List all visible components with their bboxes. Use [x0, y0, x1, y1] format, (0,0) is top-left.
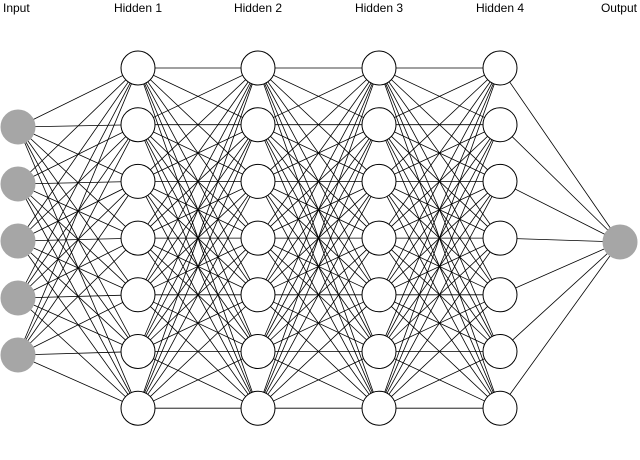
edge-l3-n3-to-n0 — [378, 67, 501, 239]
node-layer4-1 — [482, 107, 518, 143]
node-layer5-0 — [602, 224, 638, 260]
node-layer4-0 — [482, 50, 518, 86]
edge-l2-n6-to-n0 — [257, 67, 380, 409]
node-layer1-6 — [120, 390, 156, 426]
layer-label-output: Output — [601, 1, 638, 15]
edge-l2-n6-to-n4 — [257, 294, 380, 409]
edge-l4-n6-to-n0 — [499, 241, 621, 409]
edge-l1-n4-to-n0 — [137, 67, 259, 295]
edge-l0-n4-to-n4 — [17, 294, 139, 356]
edge-l3-n6-to-n2 — [378, 181, 501, 409]
edge-l1-n3-to-n0 — [137, 67, 259, 239]
node-layer2-2 — [240, 163, 276, 199]
node-layer3-0 — [361, 50, 397, 86]
edge-l4-n0-to-n0 — [499, 67, 621, 243]
node-layer3-3 — [361, 220, 397, 256]
edge-l2-n1-to-n0 — [257, 67, 380, 126]
edge-l0-n4-to-n3 — [17, 237, 139, 356]
edge-l3-n1-to-n0 — [378, 67, 501, 126]
node-layer4-6 — [482, 390, 518, 426]
node-layer1-2 — [120, 163, 156, 199]
node-layer4-3 — [482, 220, 518, 256]
node-layer4-5 — [482, 334, 518, 369]
edge-l1-n6-to-n3 — [137, 237, 259, 409]
edge-l2-n5-to-n0 — [257, 67, 380, 352]
layer-labels: Input Hidden 1 Hidden 2 Hidden 3 Hidden … — [3, 1, 638, 15]
node-layer2-5 — [240, 334, 276, 369]
edge-l1-n6-to-n2 — [137, 181, 259, 409]
edge-l1-n5-to-n0 — [137, 67, 259, 352]
connection-edges — [17, 67, 621, 409]
node-layer3-4 — [361, 277, 397, 313]
edge-l2-n6-to-n5 — [257, 351, 380, 409]
edge-l3-n6-to-n4 — [378, 294, 501, 409]
edge-l1-n6-to-n5 — [137, 351, 259, 409]
edge-l0-n2-to-n0 — [17, 67, 139, 242]
edge-l0-n1-to-n0 — [17, 67, 139, 185]
edge-l4-n5-to-n0 — [499, 241, 621, 352]
edge-l2-n6-to-n1 — [257, 124, 380, 409]
layer-label-input: Input — [3, 1, 30, 15]
node-layer0-0 — [0, 109, 36, 145]
layer-label-hidden-2: Hidden 2 — [234, 1, 282, 15]
edge-l0-n4-to-n1 — [17, 124, 139, 356]
layer-label-hidden-3: Hidden 3 — [355, 1, 403, 15]
node-layer1-4 — [120, 277, 156, 313]
edge-l3-n4-to-n0 — [378, 67, 501, 295]
edge-l4-n2-to-n0 — [499, 181, 621, 243]
node-layer3-5 — [361, 334, 397, 369]
edge-l0-n4-to-n2 — [17, 181, 139, 356]
edge-l3-n5-to-n0 — [378, 67, 501, 352]
node-layer4-2 — [482, 163, 518, 199]
node-layer0-2 — [0, 223, 36, 259]
edge-l2-n6-to-n3 — [257, 237, 380, 409]
edge-l3-n6-to-n3 — [378, 237, 501, 409]
node-layer1-0 — [120, 50, 156, 86]
edge-l2-n6-to-n2 — [257, 181, 380, 409]
edge-l1-n2-to-n0 — [137, 67, 259, 182]
edge-l0-n4-to-n5 — [17, 351, 139, 356]
network-nodes — [0, 50, 638, 426]
layer-label-hidden-1: Hidden 1 — [114, 1, 162, 15]
node-layer1-5 — [120, 334, 156, 369]
node-layer2-6 — [240, 390, 276, 426]
edge-l0-n4-to-n0 — [17, 67, 139, 356]
layer-label-hidden-4: Hidden 4 — [476, 1, 524, 15]
edge-l3-n6-to-n0 — [378, 67, 501, 409]
edge-l3-n6-to-n1 — [378, 124, 501, 409]
edge-l2-n4-to-n0 — [257, 67, 380, 295]
node-layer2-1 — [240, 107, 276, 143]
node-layer0-3 — [0, 280, 36, 316]
edge-l4-n4-to-n0 — [499, 241, 621, 296]
node-layer1-1 — [120, 107, 156, 143]
node-layer0-4 — [0, 337, 36, 373]
node-layer2-0 — [240, 50, 276, 86]
edge-l2-n2-to-n0 — [257, 67, 380, 182]
node-layer3-1 — [361, 107, 397, 143]
edge-l1-n1-to-n0 — [137, 67, 259, 126]
edge-l0-n4-to-n6 — [17, 354, 139, 409]
node-layer3-6 — [361, 390, 397, 426]
edge-l4-n1-to-n0 — [499, 124, 621, 243]
node-layer0-1 — [0, 166, 36, 202]
node-layer1-3 — [120, 220, 156, 256]
node-layer4-4 — [482, 277, 518, 313]
edge-l1-n6-to-n4 — [137, 294, 259, 409]
edge-l3-n2-to-n0 — [378, 67, 501, 182]
edge-l0-n3-to-n0 — [17, 67, 139, 299]
edge-l3-n6-to-n5 — [378, 351, 501, 409]
node-layer2-3 — [240, 220, 276, 256]
edge-l1-n6-to-n0 — [137, 67, 259, 409]
edge-l0-n0-to-n0 — [17, 67, 139, 128]
edge-l1-n6-to-n1 — [137, 124, 259, 409]
node-layer3-2 — [361, 163, 397, 199]
node-layer2-4 — [240, 277, 276, 313]
edge-l2-n3-to-n0 — [257, 67, 380, 239]
edge-l4-n3-to-n0 — [499, 237, 621, 243]
